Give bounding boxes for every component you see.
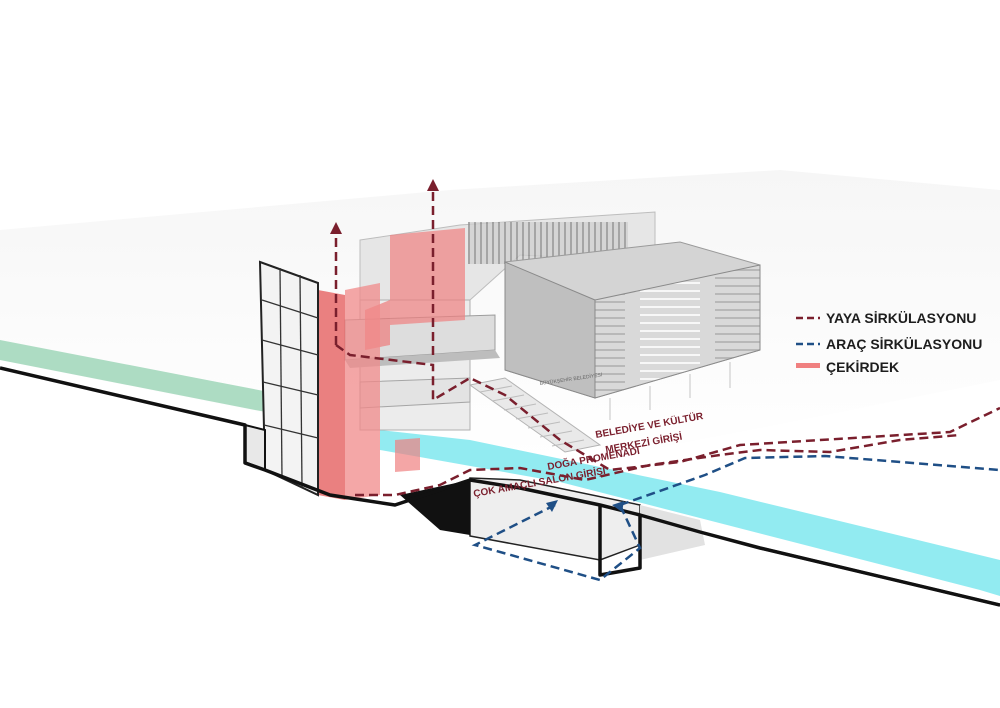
legend-core-label: ÇEKİRDEK: [826, 359, 899, 375]
pedestrian-arrow-up-icon-2: [427, 179, 439, 191]
core-volumes: [318, 228, 465, 500]
pedestrian-circulation: [334, 192, 1000, 497]
legend-vehicle-label: ARAÇ SİRKÜLASYONU: [826, 336, 982, 352]
legend: YAYA SİRKÜLASYONU ARAÇ SİRKÜLASYONU ÇEKİ…: [796, 310, 982, 375]
vehicle-circulation: [471, 454, 1000, 582]
promenade-band-green: [0, 340, 300, 418]
office-block: BÜYÜKŞEHİR BELEDİYESİ: [504, 241, 761, 420]
ground-plane: [0, 170, 1000, 460]
vehicle-arrow-head-icon-2: [612, 501, 624, 512]
legend-core-swatch: [796, 363, 820, 368]
legend-pedestrian-label: YAYA SİRKÜLASYONU: [826, 310, 976, 326]
glazed-tower: [258, 260, 319, 497]
pedestrian-arrow-up-icon: [330, 222, 342, 234]
vehicle-arrow-head-icon: [546, 500, 558, 512]
